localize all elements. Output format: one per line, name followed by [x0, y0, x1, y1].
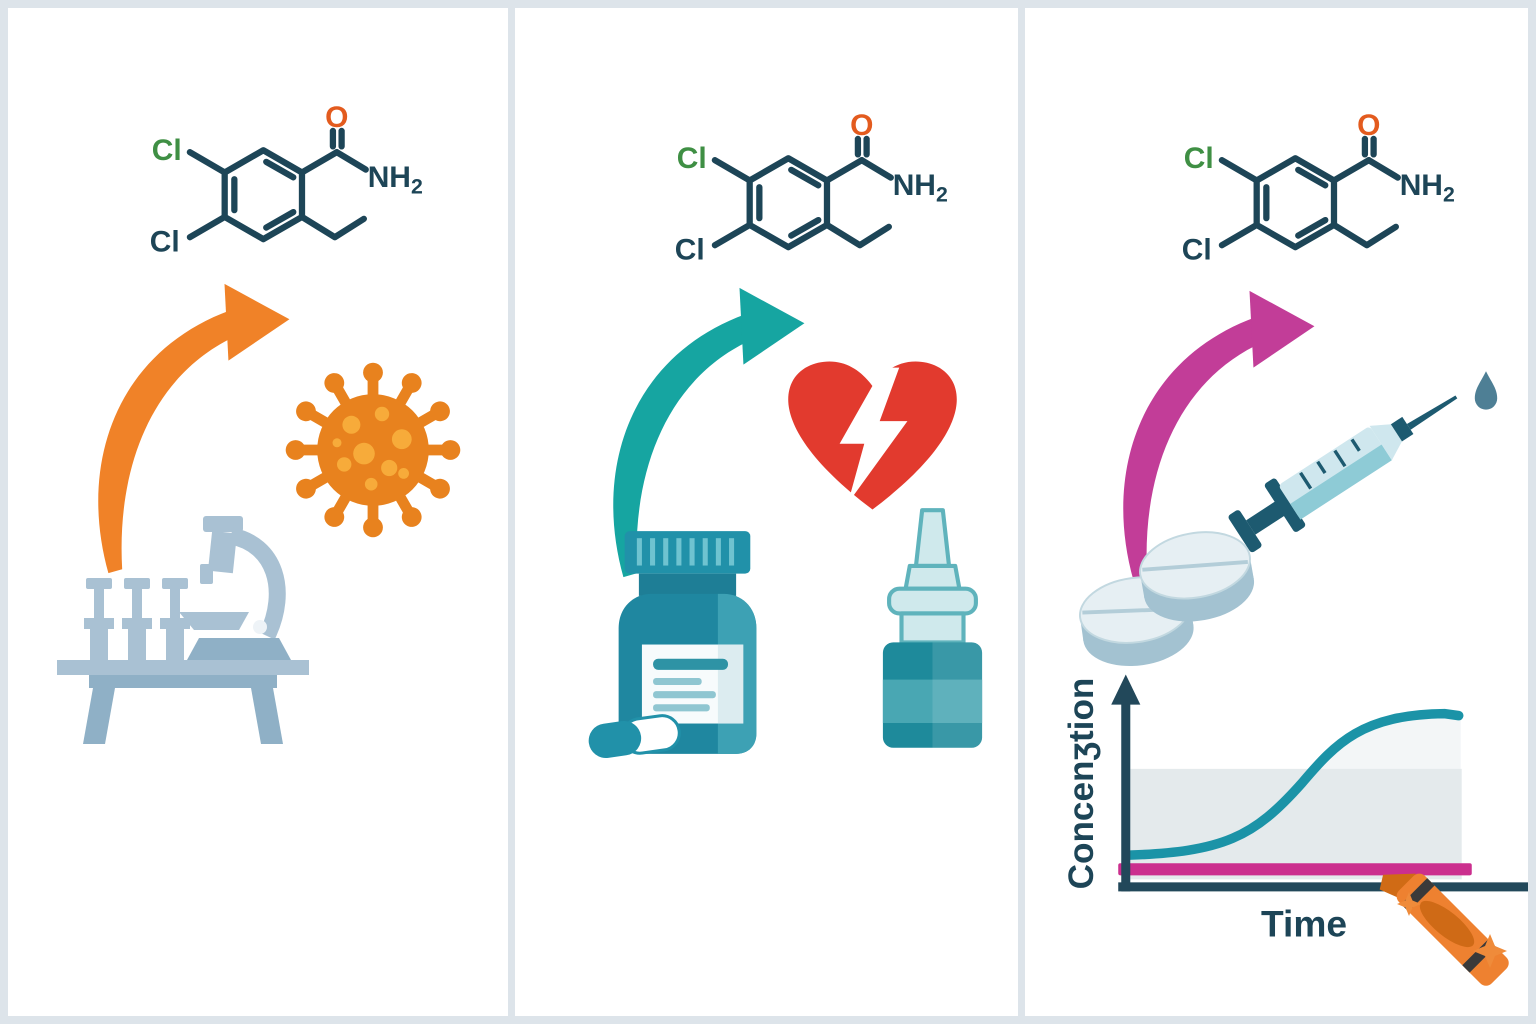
y-axis-arrow: [1111, 674, 1141, 705]
y-axis-label: Concenʒtion: [1062, 678, 1101, 890]
y-axis: [1121, 694, 1131, 892]
molecule-structure: Cl Cl O NH2: [150, 101, 423, 259]
lightning-bolt-icon: [839, 367, 908, 504]
lab-bench-icon: [57, 516, 309, 744]
chlorine-label-top: Cl: [677, 142, 707, 175]
pill-bottle-icon: [588, 531, 757, 758]
molecule-structure: Cl Cl O NH2: [675, 109, 948, 267]
chlorine-label-bottom: Cl: [1182, 234, 1212, 267]
virus-icon: [285, 362, 461, 538]
amide-label: NH2: [368, 161, 423, 199]
chlorine-label-bottom: Cl: [150, 226, 180, 259]
chlorine-label-top: Cl: [1184, 142, 1214, 175]
capsule-icon: [588, 714, 681, 758]
concentration-time-graph: Concenʒtion Time: [1062, 674, 1528, 945]
x-axis: [1118, 882, 1528, 892]
nasal-spray-icon: [882, 508, 983, 748]
tablet-left: [1078, 576, 1194, 667]
concentration-curve: [1121, 708, 1464, 861]
heart-bolt-icon: [788, 361, 957, 510]
test-tubes-icon: [84, 578, 190, 661]
chlorine-label-top: Cl: [152, 134, 182, 167]
tablets-icon: [1078, 531, 1255, 667]
panel-drug-discovery: Cl Cl O NH2: [8, 8, 508, 1016]
sparkle-icon: [1473, 934, 1507, 968]
panel-drug-products: Cl Cl O NH2: [515, 8, 1018, 1016]
curved-arrow-icon: [98, 283, 290, 574]
oxygen-label: O: [1357, 109, 1380, 142]
baseline-line: [1118, 863, 1472, 876]
curved-arrow-icon: [1123, 290, 1315, 581]
amide-label: NH2: [893, 169, 948, 207]
microscope-icon: [179, 516, 291, 660]
molecule-structure: Cl Cl O NH2: [1182, 109, 1455, 267]
droplet-icon: [1474, 371, 1498, 410]
oxygen-label: O: [325, 101, 348, 134]
tablet-right: [1139, 531, 1255, 622]
amide-label: NH2: [1400, 169, 1455, 207]
x-axis-label: Time: [1261, 903, 1347, 945]
oxygen-label: O: [850, 109, 873, 142]
panel-pharmacokinetics: Cl Cl O NH2: [1025, 8, 1528, 1016]
syringe-icon: [1228, 395, 1458, 553]
sparkle-icon: [1397, 892, 1421, 916]
chlorine-label-bottom: Cl: [675, 234, 705, 267]
